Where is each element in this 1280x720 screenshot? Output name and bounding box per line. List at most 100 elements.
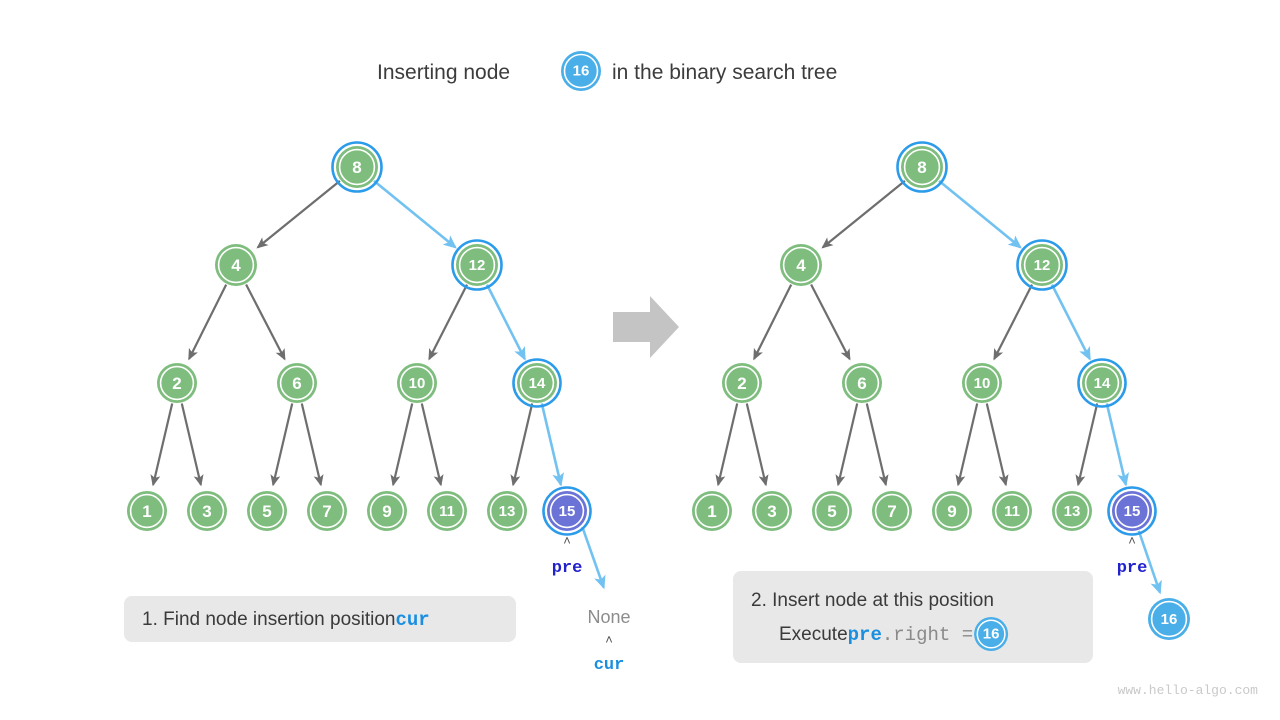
tree-node-value: 11	[1004, 503, 1020, 520]
tree-node[interactable]: 4	[215, 244, 257, 286]
tree-edge	[390, 403, 414, 487]
tree-node[interactable]: 8	[331, 141, 383, 193]
edge-layer	[715, 179, 1162, 595]
caption-text-segment: pre	[848, 624, 882, 646]
tree-node[interactable]: 15	[542, 486, 592, 536]
tree-node[interactable]: 6	[277, 363, 317, 403]
tree-node-value: 12	[469, 257, 486, 274]
tree-node[interactable]: 1	[692, 491, 732, 531]
pointer-label: cur	[594, 656, 625, 675]
title-prefix: Inserting node	[377, 61, 510, 84]
tree-edge	[420, 403, 444, 487]
tree-node[interactable]: 5	[247, 491, 287, 531]
tree-node[interactable]: 15	[1107, 486, 1157, 536]
tree-node-value: 2	[737, 374, 746, 393]
tree-node[interactable]: 10	[962, 363, 1002, 403]
tree-node[interactable]: 9	[367, 491, 407, 531]
tree-node[interactable]: 12	[451, 239, 503, 291]
tree-node[interactable]: 12	[1016, 239, 1068, 291]
tree-node[interactable]: 2	[722, 363, 762, 403]
tree-node-value: 11	[439, 503, 455, 520]
tree-edge	[1075, 403, 1099, 487]
edge-layer	[150, 179, 606, 590]
tree-edge	[510, 403, 534, 487]
tree-edge	[753, 284, 793, 361]
tree-node-value: 13	[1064, 503, 1081, 520]
pointer-marker: ˄ cur	[594, 632, 625, 675]
tree-edge	[180, 403, 204, 487]
caret-up-icon: ˄	[605, 632, 613, 647]
tree-node[interactable]: 2	[157, 363, 197, 403]
tree-edge	[821, 179, 906, 249]
title-node-badge: 16	[561, 51, 601, 91]
step-arrow-icon	[613, 296, 679, 358]
tree-edge	[188, 284, 228, 361]
tree-node[interactable]: 7	[307, 491, 347, 531]
tree-node[interactable]: 16	[1148, 598, 1190, 640]
watermark: www.hello-algo.com	[1118, 683, 1259, 698]
tree-node[interactable]: 8	[896, 141, 948, 193]
tree-node-value: 8	[352, 158, 361, 177]
caption-node-badge-value: 16	[983, 626, 1000, 643]
tree-edge	[835, 403, 859, 487]
tree-edge	[985, 403, 1009, 487]
tree-edge	[955, 403, 979, 487]
tree-node[interactable]: 3	[187, 491, 227, 531]
tree-node-value: 5	[827, 502, 836, 521]
tree-node[interactable]: 14	[512, 358, 562, 408]
tree-node-value: 5	[262, 502, 271, 521]
tree-node-value: 1	[142, 502, 151, 521]
tree-node[interactable]: 1	[127, 491, 167, 531]
tree-node-value: 10	[409, 375, 426, 392]
tree-node[interactable]: 7	[872, 491, 912, 531]
pointer-label: pre	[552, 559, 583, 578]
tree-node[interactable]: 11	[992, 491, 1032, 531]
caption-text-segment: 2. Insert node at this position	[751, 590, 994, 611]
tree-node-value: 13	[499, 503, 516, 520]
tree-node[interactable]: 3	[752, 491, 792, 531]
tree-node[interactable]: 9	[932, 491, 972, 531]
tree-edge	[300, 403, 324, 487]
tree-node[interactable]: 4	[780, 244, 822, 286]
tree-edge-highlighted	[373, 179, 457, 249]
tree-node-value: 14	[1094, 375, 1111, 392]
tree-node-value: 4	[231, 256, 241, 275]
tree-node-value: 14	[529, 375, 546, 392]
tree-node[interactable]: 13	[487, 491, 527, 531]
tree-node[interactable]: 10	[397, 363, 437, 403]
tree-node-value: 8	[917, 158, 926, 177]
pointer-label: pre	[1117, 559, 1148, 578]
pointer-marker: ˄pre	[552, 533, 583, 578]
tree-node-value: 15	[559, 503, 576, 520]
tree-node[interactable]: 5	[812, 491, 852, 531]
tree-node[interactable]: 13	[1052, 491, 1092, 531]
caption-box	[733, 571, 1093, 663]
caption-text-segment: Execute	[779, 624, 848, 645]
tree-edge-highlighted	[938, 179, 1022, 249]
tree-edge	[810, 284, 851, 361]
tree-node-value: 7	[322, 502, 331, 521]
title-node-badge-value: 16	[573, 63, 590, 80]
tree-node[interactable]: 11	[427, 491, 467, 531]
tree-edge-highlighted	[581, 526, 606, 590]
tree-node[interactable]: 6	[842, 363, 882, 403]
none-label: None	[587, 607, 630, 627]
caption-box	[124, 596, 516, 642]
tree-node-value: 2	[172, 374, 181, 393]
caption-text-segment: cur	[396, 609, 430, 631]
tree-edge-highlighted	[1105, 403, 1130, 487]
tree-edge	[256, 179, 341, 249]
tree-edge	[993, 284, 1034, 361]
tree-node-value: 6	[857, 374, 866, 393]
tree-edge	[270, 403, 294, 487]
tree-edge-highlighted	[1137, 530, 1162, 595]
caption-node-badge: 16	[974, 617, 1009, 651]
pointer-marker: ˄pre	[1117, 533, 1148, 578]
tree-node-value: 1	[707, 502, 716, 521]
tree-node[interactable]: 14	[1077, 358, 1127, 408]
